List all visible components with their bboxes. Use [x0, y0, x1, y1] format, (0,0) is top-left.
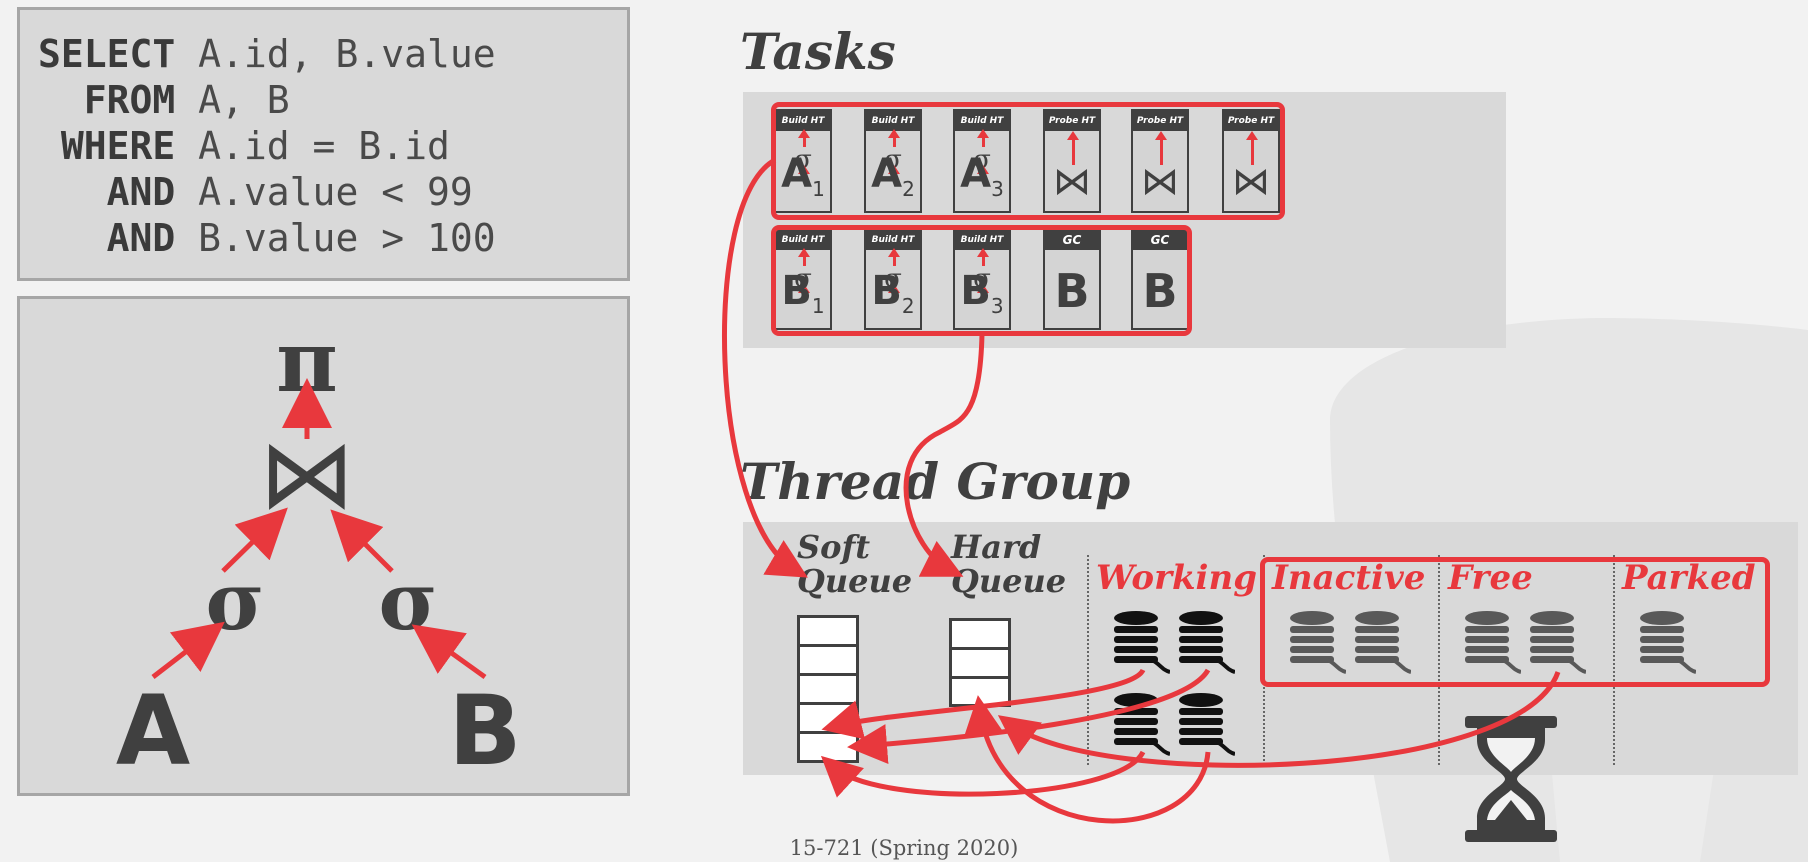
hourglass-icon	[1465, 716, 1557, 842]
thread-spool-icon	[1290, 611, 1346, 674]
task-head-label: Probe HT	[1224, 111, 1278, 131]
task-table-label: B3	[960, 268, 1004, 318]
task-card-gc-1: GC B	[1043, 228, 1101, 330]
selection-left-symbol: σ	[206, 554, 265, 648]
sql-line-4: AND A.value < 99	[106, 170, 473, 214]
task-card-probe-2: Probe HT ⋈	[1131, 109, 1189, 213]
task-card-probe-3: Probe HT ⋈	[1222, 109, 1280, 213]
task-table-label: B	[1142, 264, 1178, 318]
thread-spool-icon	[1465, 611, 1521, 674]
divider-parked	[1613, 555, 1615, 765]
task-card-gc-2: GC B	[1131, 228, 1189, 330]
projection-symbol: π	[276, 312, 337, 411]
task-row2-frame	[771, 225, 1192, 336]
arrow-a-to-sigma	[151, 621, 225, 679]
task-card-probe-1: Probe HT ⋈	[1043, 109, 1101, 213]
task-head-label: Build HT	[955, 230, 1009, 250]
task-head-label: Probe HT	[1133, 111, 1187, 131]
query-plan-box: π ⋈ σ σ A B	[17, 296, 630, 796]
state-working-label: Working	[1096, 558, 1257, 598]
sql-line-2: FROM A, B	[83, 78, 290, 122]
soft-queue	[797, 615, 859, 763]
task-head-label: Build HT	[776, 111, 830, 131]
task-head-label: Build HT	[955, 111, 1009, 131]
thread-spool-icon	[1179, 693, 1235, 756]
query-plan-tree: π ⋈ σ σ A B	[116, 312, 522, 787]
divider-free	[1438, 555, 1440, 765]
task-table-label: A3	[960, 151, 1004, 201]
join-icon: ⋈	[1141, 159, 1179, 203]
sql-line-1: SELECT A.id, B.value	[38, 32, 496, 76]
task-row1-frame	[771, 102, 1285, 220]
task-head-label: Build HT	[866, 230, 920, 250]
task-table-label: B	[1054, 264, 1090, 318]
join-icon: ⋈	[1053, 159, 1091, 203]
table-a-label: A	[116, 675, 190, 787]
join-symbol: ⋈	[259, 418, 355, 530]
task-head-label: GC	[1045, 230, 1099, 250]
sql-line-5: AND B.value > 100	[106, 216, 496, 260]
thread-spool-icon	[1114, 693, 1170, 756]
state-inactive-label: Inactive	[1272, 558, 1426, 598]
hard-queue	[949, 618, 1011, 707]
thread-spool-icon	[1530, 611, 1586, 674]
state-free-label: Free	[1448, 558, 1533, 598]
thread-group-title: Thread Group	[740, 452, 1131, 511]
arrow-sigma-right-to-join	[330, 509, 394, 573]
footer-course-label: 15-721 (Spring 2020)	[789, 836, 1019, 860]
tasks-title: Tasks	[740, 22, 896, 81]
sql-line-3: WHERE A.id = B.id	[60, 124, 450, 168]
thread-spool-icon	[1114, 611, 1170, 674]
state-parked-label: Parked	[1622, 558, 1756, 598]
thread-spool-icon	[1179, 611, 1235, 674]
join-icon: ⋈	[1232, 159, 1270, 203]
arrow-sigma-left-to-join	[221, 507, 288, 573]
task-table-label: A2	[871, 151, 915, 201]
selection-right-symbol: σ	[379, 554, 438, 648]
task-head-label: Build HT	[866, 111, 920, 131]
table-b-label: B	[448, 675, 521, 787]
sql-query-box: SELECT A.id, B.value FROM A, B WHERE A.i…	[17, 7, 630, 281]
task-head-label: GC	[1133, 230, 1187, 250]
thread-spool-icon	[1640, 611, 1696, 674]
thread-spool-icon	[1355, 611, 1411, 674]
task-head-label: Probe HT	[1045, 111, 1099, 131]
task-table-label: B2	[871, 268, 915, 318]
arrow-b-to-sigma	[411, 624, 487, 680]
divider-working	[1087, 555, 1089, 765]
